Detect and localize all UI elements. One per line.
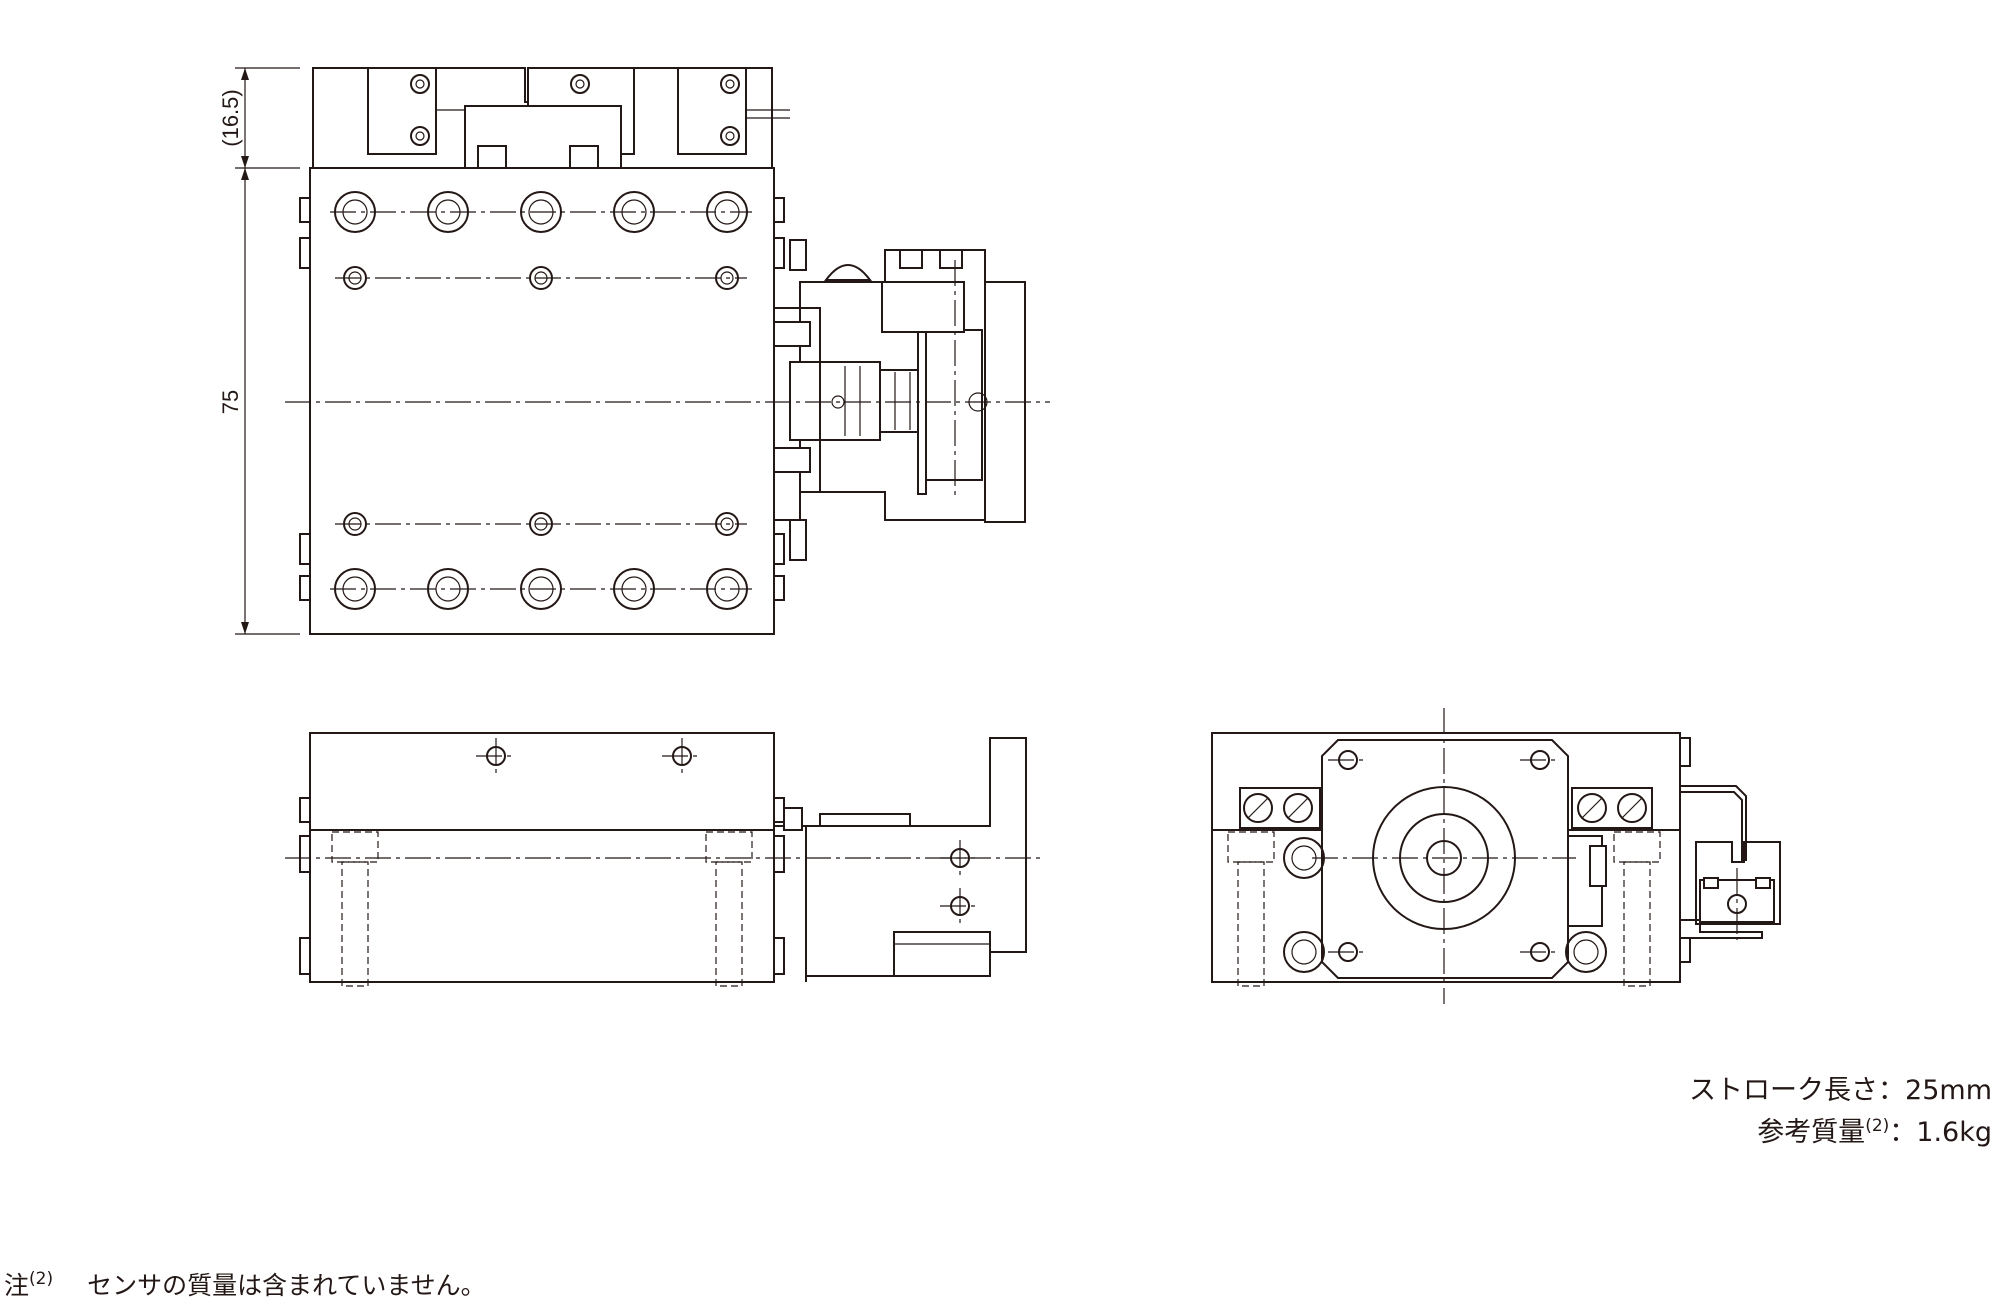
dimension-height-label: (16.5) xyxy=(218,89,243,146)
mass-note-ref: (2) xyxy=(1865,1116,1890,1136)
footnote: 注(2) センサの質量は含まれていません。 xyxy=(4,1266,486,1302)
stroke-label: ストローク長さ xyxy=(1689,1075,1879,1106)
mass-separator: ： xyxy=(1889,1117,1917,1148)
dimension-width-label: 75 xyxy=(218,390,243,414)
mass-value: 1.6kg xyxy=(1916,1117,1992,1148)
footnote-prefix: 注 xyxy=(4,1271,30,1300)
top-view: (16.5) 75 xyxy=(218,67,1050,635)
mass-spec: 参考質量(2)：1.6kg xyxy=(1757,1110,1992,1149)
stroke-spec: ストローク長さ：25mm xyxy=(1689,1068,1992,1107)
end-view xyxy=(1211,708,1781,1004)
front-view xyxy=(285,732,1045,987)
footnote-ref: (2) xyxy=(29,1269,54,1289)
table-top xyxy=(309,167,775,635)
sensor-screws xyxy=(410,74,740,146)
stroke-value: 25mm xyxy=(1905,1075,1992,1106)
mass-label: 参考質量 xyxy=(1757,1117,1866,1148)
footnote-text: センサの質量は含まれていません。 xyxy=(87,1271,486,1300)
stroke-separator: ： xyxy=(1878,1075,1906,1106)
